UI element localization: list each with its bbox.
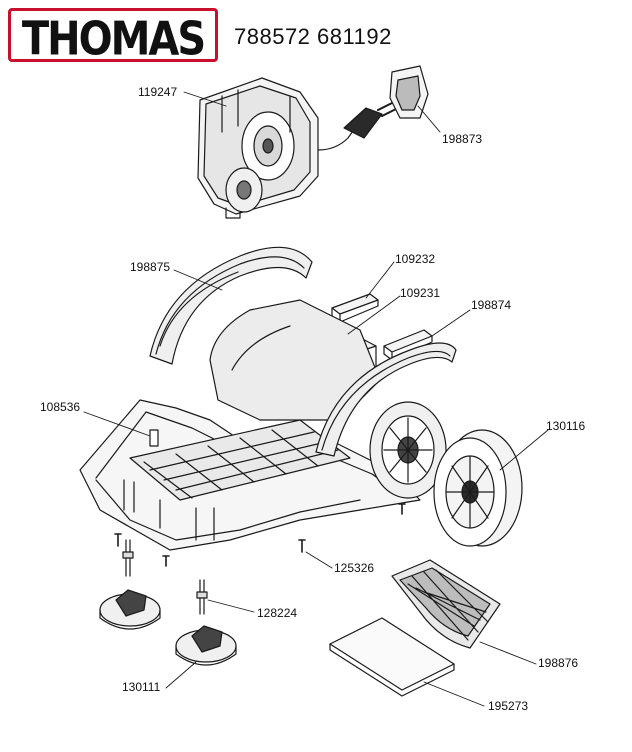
part-125326-screws <box>114 503 406 567</box>
part-198875-wheel-cover-left <box>149 246 313 365</box>
part-130111-castor-1 <box>99 589 161 630</box>
part-109232-pad <box>331 293 379 323</box>
part-label-198875: 198875 <box>130 260 171 274</box>
part-198873-filter-holder <box>389 65 429 119</box>
part-label-108536: 108536 <box>40 400 81 414</box>
part-198874-wheel-cover-right <box>315 342 457 457</box>
part-108536-inner-wheel <box>369 401 447 499</box>
part-130116-rear-wheel <box>433 429 523 547</box>
part-label-130116: 130116 <box>546 419 586 433</box>
model-codes: 788572 681192 <box>234 24 392 49</box>
part-label-125326: 125326 <box>334 561 375 575</box>
part-label-198874: 198874 <box>471 298 512 312</box>
part-label-119247: 119247 <box>138 85 178 99</box>
part-label-195273: 195273 <box>488 699 529 713</box>
part-128224-axles <box>122 539 208 615</box>
leader-lines <box>83 91 549 707</box>
part-label-109232: 109232 <box>395 252 436 266</box>
part-label-130111: 130111 <box>122 680 161 694</box>
part-108536-main-housing <box>79 299 421 551</box>
part-label-128224: 128224 <box>257 606 298 620</box>
part-198876-grille <box>391 559 501 649</box>
part-label-198876: 198876 <box>538 656 579 670</box>
part-130111-castor-2 <box>175 625 237 666</box>
part-119247-cable-reel <box>197 77 359 219</box>
part-119247-plug <box>343 101 399 139</box>
brand-logo-text: THOMAS <box>21 13 206 66</box>
brand-logo: THOMAS <box>8 8 218 66</box>
part-195273-flat-filter <box>329 617 455 697</box>
part-label-109231: 109231 <box>400 286 441 300</box>
part-label-198873: 198873 <box>442 132 483 146</box>
